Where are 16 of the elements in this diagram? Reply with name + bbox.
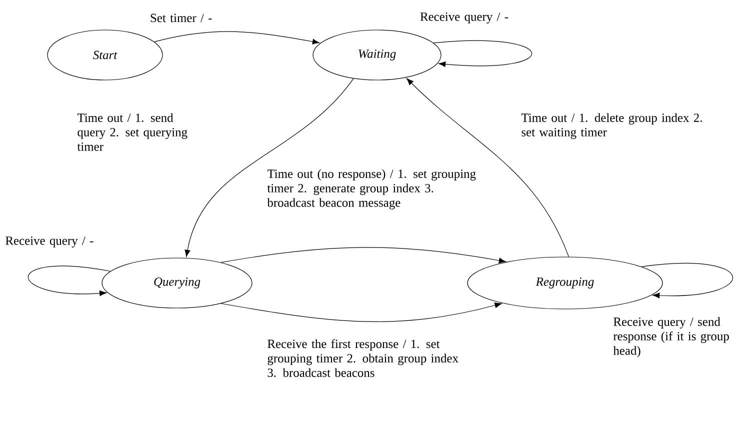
arrow bbox=[220, 302, 502, 322]
edge-label: Receive query / send response (if it is group head) bbox=[613, 317, 729, 358]
arrow bbox=[220, 247, 506, 264]
edge-label: Set timer / - bbox=[150, 14, 212, 22]
arrow bbox=[28, 266, 111, 296]
edge-label: Receive query / - bbox=[6, 236, 94, 248]
edge-label: Time out / 1. delete group index 2. set waiting timer bbox=[521, 113, 702, 139]
edge-label: Receive query / - bbox=[420, 12, 508, 24]
arrow bbox=[154, 31, 320, 44]
arrow bbox=[184, 78, 354, 257]
arrow bbox=[433, 40, 532, 67]
arrow bbox=[641, 263, 733, 298]
arrow bbox=[406, 78, 569, 257]
edge-label: Time out / 1. send query 2. set querying timer bbox=[77, 113, 188, 151]
edge-label: Receive the first response / 1. set grouping timer 2. obtain group index 3. broadcast beacons bbox=[268, 339, 458, 378]
edge-label: Time out (no response) / 1. set grouping timer 2. generate group index 3. broadcast beacon message bbox=[267, 169, 476, 210]
